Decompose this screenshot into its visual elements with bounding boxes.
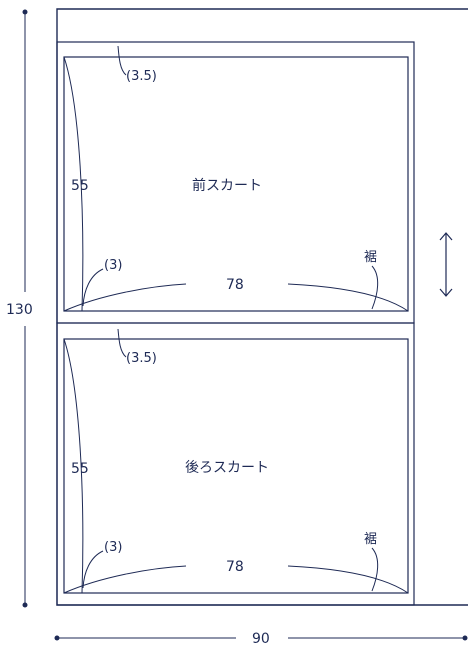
front-hem-allowance-leader: [82, 268, 104, 307]
back-hem-width-label: 78: [226, 559, 244, 575]
front-skirt-panel: (3.5) 55 前スカート (3) 裾 78: [56, 41, 415, 324]
front-hem-width-label: 78: [226, 277, 244, 293]
front-pattern-box: [63, 56, 409, 312]
back-hem-allowance-leader: [82, 550, 104, 589]
back-length-label: 55: [71, 461, 89, 477]
back-hem-label-leader: [371, 547, 379, 592]
back-panel-name: 後ろスカート: [185, 460, 269, 476]
back-hem-label: 裾: [364, 532, 377, 547]
back-hem-curve-left: [63, 565, 187, 594]
height-dimension-end-top: [22, 9, 28, 15]
front-hem-curve-right: [287, 283, 409, 312]
back-center-curve: [63, 338, 84, 594]
front-length-label: 55: [71, 178, 89, 194]
fabric-height-label: 130: [6, 302, 33, 318]
front-panel-name: 前スカート: [192, 177, 262, 194]
width-dimension-end-left: [54, 635, 60, 641]
width-dimension: 90: [54, 631, 468, 647]
back-skirt-panel: (3.5) 55 後ろスカート (3) 裾 78: [56, 322, 415, 606]
back-hem-allowance-label: (3): [104, 540, 122, 555]
fabric-width-label: 90: [252, 631, 270, 647]
back-waist-allowance-leader: [117, 328, 127, 358]
back-pattern-box: [63, 338, 409, 594]
back-seam-allowance-box: [56, 322, 415, 606]
fabric-outline: [56, 8, 468, 606]
front-waist-allowance-label: (3.5): [126, 69, 157, 84]
double-arrow-vertical-icon: [439, 232, 453, 297]
front-hem-label-leader: [371, 265, 379, 310]
height-dimension: 130: [6, 9, 33, 608]
height-dimension-end-bottom: [22, 602, 28, 608]
front-hem-curve-left: [63, 283, 187, 312]
front-hem-label: 裾: [364, 250, 377, 265]
front-hem-allowance-label: (3): [104, 258, 122, 273]
width-dimension-end-right: [462, 635, 468, 641]
back-hem-curve-right: [287, 565, 409, 594]
back-waist-allowance-label: (3.5): [126, 351, 157, 366]
front-center-curve: [63, 56, 84, 312]
front-waist-allowance-leader: [117, 45, 127, 76]
